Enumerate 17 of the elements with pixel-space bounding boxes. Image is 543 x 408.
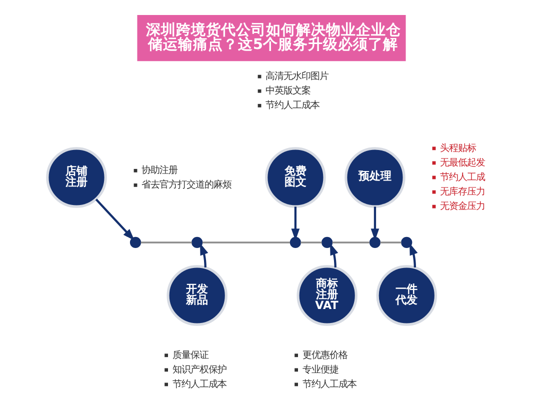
node-label: 节约人工成	[440, 172, 485, 183]
node-label: 专业便捷	[302, 364, 338, 376]
node-label: 无库存压力	[440, 186, 485, 198]
node-label: 知识产权保护	[172, 364, 226, 376]
node-label: 无资金压力	[440, 200, 485, 212]
node-label: 节约人工成本	[266, 100, 320, 112]
node-label: 质量保证	[172, 350, 208, 361]
node-label: 高清无水印图片	[266, 70, 329, 82]
node-label: 更优惠价格	[302, 350, 348, 361]
node-label: 协助注册	[142, 165, 178, 176]
node-label: 节约人工成本	[172, 378, 226, 390]
node-label: 节约人工成本	[302, 378, 356, 390]
node-label: 中英版文案	[266, 86, 311, 96]
node-label: 无最低起发	[440, 157, 485, 168]
diagram-title: 深圳跨境货代公司如何解决物业企业仓储运输痛点？这5个服务升级必须了解	[146, 22, 401, 53]
node-label: 头程贴标	[440, 142, 476, 154]
node-label: 省去官方打交道的麻烦	[142, 180, 232, 191]
